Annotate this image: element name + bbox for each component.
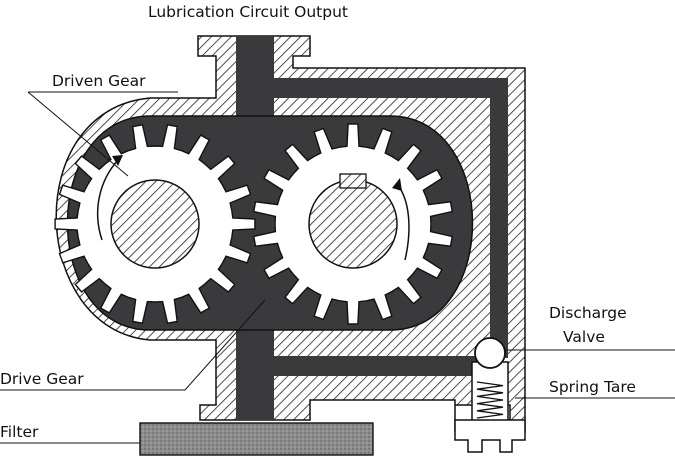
spring [476, 381, 504, 419]
label-lubrication-output: Lubrication Circuit Output [148, 3, 349, 21]
label-discharge-valve-line2: Valve [563, 328, 605, 346]
label-driven-gear: Driven Gear [52, 72, 146, 90]
label-filter: Filter [0, 423, 39, 441]
drive-rotation-arrow [392, 178, 410, 261]
driven-rotation-arrow [96, 155, 123, 241]
discharge-valve-ball [474, 337, 506, 369]
driven-gear-shaft [110, 179, 200, 269]
filter-block [139, 422, 374, 456]
label-spring-tare: Spring Tare [549, 378, 636, 396]
label-discharge-valve-line1: Discharge [549, 304, 627, 322]
label-drive-gear: Drive Gear [0, 370, 84, 388]
drive-gear-shaft [308, 179, 398, 269]
valve-cap [454, 419, 526, 453]
leader-lines [0, 91, 675, 444]
shaft-key [339, 173, 367, 189]
